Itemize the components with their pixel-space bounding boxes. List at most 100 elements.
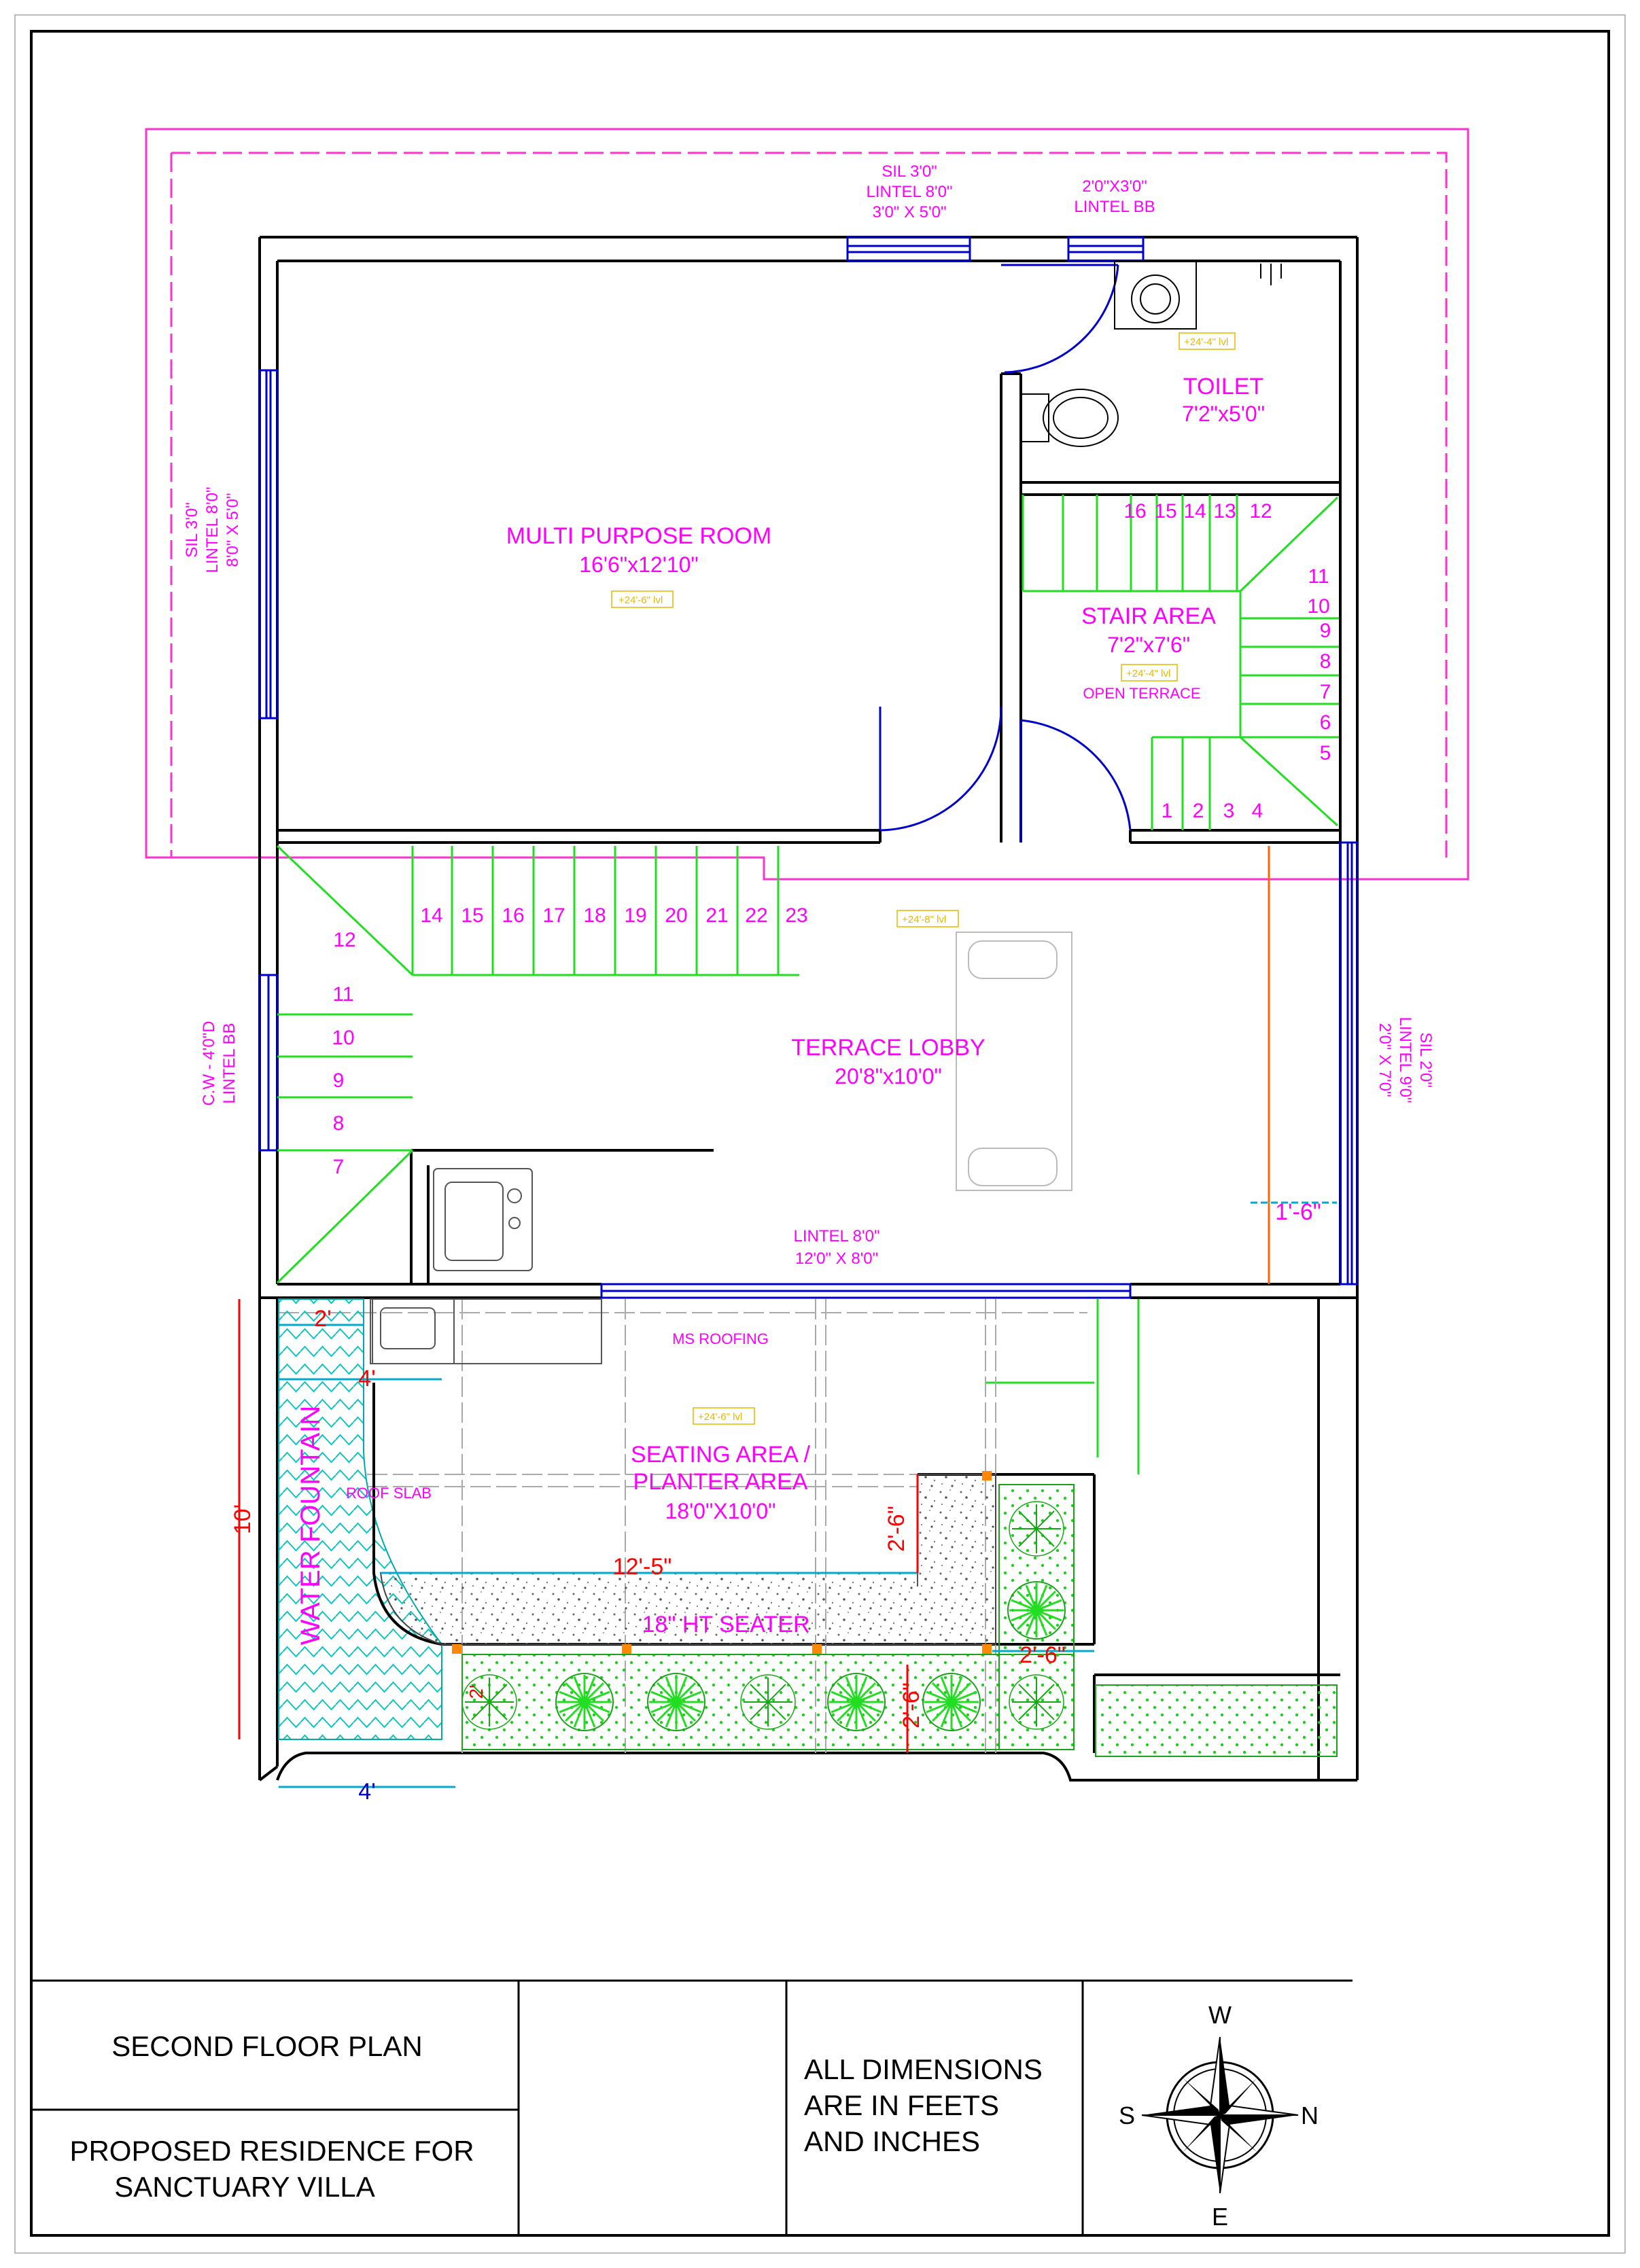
dim-12-5: 12'-5" xyxy=(613,1554,672,1580)
sheet-inner-border xyxy=(30,30,1610,2237)
note-line-3: AND INCHES xyxy=(804,2125,980,2157)
step-number: 20 xyxy=(665,904,687,927)
room-size-seating: 18'0"X10'0" xyxy=(665,1499,775,1523)
compass-rose xyxy=(1141,2036,1299,2194)
dim-2-left: 2' xyxy=(466,1685,487,1699)
room-size-lobby: 20'8"x10'0" xyxy=(835,1064,942,1088)
step-number: 9 xyxy=(1320,620,1331,642)
note-right-window-3: 2'0" X 7'0" xyxy=(1376,1023,1394,1097)
step-number: 8 xyxy=(1320,650,1331,673)
step-number: 5 xyxy=(1320,742,1331,764)
title-block-frame xyxy=(31,1979,1353,2235)
note-line-1: ALL DIMENSIONS xyxy=(804,2053,1043,2085)
step-number: 10 xyxy=(332,1027,354,1049)
note-left-window-1: SIL 3'0" xyxy=(183,502,201,558)
note-left-window-3: 8'0" X 5'0" xyxy=(224,493,242,567)
dim-1-6: 1'-6" xyxy=(1275,1199,1321,1225)
seater-gravel xyxy=(379,1474,996,1645)
step-number: 12 xyxy=(1249,500,1272,522)
level-tag-lobby: +24'-8" lvl xyxy=(902,914,946,925)
step-number: 7 xyxy=(1320,681,1331,703)
room-labels: MULTI PURPOSE ROOM 16'6"x12'10" TOILET 7… xyxy=(296,374,1265,1645)
stair-numbers: 16 15 14 13 12 11 10 9 8 7 6 5 1 2 3 4 1… xyxy=(332,500,1331,1178)
step-number: 7 xyxy=(333,1156,345,1178)
compass-s: S xyxy=(1119,2102,1135,2129)
plot-boundary-inner xyxy=(171,152,1448,857)
level-tag-multipurpose: +24'-6" lvl xyxy=(618,595,663,606)
dim-2-6-vertical: 2'-6" xyxy=(884,1506,909,1552)
note-right-window-1: SIL 2'0" xyxy=(1416,1032,1435,1088)
room-name-seating-1: SEATING AREA / xyxy=(631,1442,810,1468)
water-fountain-label: WATER FOUNTAIN xyxy=(296,1406,326,1646)
sheet-outer-border xyxy=(14,14,1626,2254)
step-number: 15 xyxy=(461,904,483,927)
room-name-stair: STAIR AREA xyxy=(1081,603,1216,629)
note-top-vent-2: LINTEL BB xyxy=(1074,198,1155,216)
step-number: 16 xyxy=(1123,500,1146,522)
column-markers xyxy=(452,1471,992,1654)
step-number: 6 xyxy=(1320,711,1331,734)
seater-label: 18" HT SEATER xyxy=(642,1612,810,1637)
step-number: 8 xyxy=(333,1112,345,1135)
room-size-multipurpose: 16'6"x12'10" xyxy=(579,552,699,577)
dim-4-top: 4' xyxy=(358,1366,375,1392)
step-number: 11 xyxy=(1308,565,1329,588)
step-number: 15 xyxy=(1154,500,1176,522)
lobby-recliner xyxy=(956,932,1072,1191)
step-number: 12 xyxy=(333,929,355,951)
note-left-cw-1: C.W - 4'0"D xyxy=(200,1021,218,1105)
step-number: 19 xyxy=(624,904,646,927)
opening-notes: SIL 3'0" LINTEL 8'0" 3'0" X 5'0" 2'0"X3'… xyxy=(183,162,1435,1268)
step-number: 18 xyxy=(583,904,606,927)
dim-10: 10' xyxy=(230,1504,256,1534)
step-number: 17 xyxy=(542,904,565,927)
step-number: 16 xyxy=(502,904,524,927)
roof-slab-label: ROOF SLAB xyxy=(346,1485,432,1502)
project-line-2: SANCTUARY VILLA xyxy=(114,2171,375,2203)
walls xyxy=(258,236,1359,1782)
step-number: 22 xyxy=(745,904,767,927)
room-size-toilet: 7'2"x5'0" xyxy=(1182,402,1265,426)
step-number: 2 xyxy=(1193,800,1204,822)
ms-roofing-label: MS ROOFING xyxy=(672,1330,769,1347)
note-top-vent-1: 2'0"X3'0" xyxy=(1082,177,1147,196)
note-top-window-1: SIL 3'0" xyxy=(882,162,937,181)
red-dim-lines xyxy=(238,1299,1094,1788)
note-left-cw-2: LINTEL BB xyxy=(220,1023,239,1103)
note-bottom-opening-2: 12'0" X 8'0" xyxy=(795,1250,878,1268)
step-number: 14 xyxy=(420,904,442,927)
dim-2-6-planter: 2'-6" xyxy=(898,1682,924,1729)
room-name-toilet: TOILET xyxy=(1183,374,1263,400)
project-line-1: PROPOSED RESIDENCE FOR xyxy=(69,2135,474,2167)
upper-stair-treads xyxy=(1022,495,1339,830)
step-number: 21 xyxy=(705,904,728,927)
dim-4-bottom: 4' xyxy=(358,1779,375,1805)
step-number: 10 xyxy=(1307,595,1329,618)
step-number: 4 xyxy=(1252,800,1263,822)
note-bottom-opening-1: LINTEL 8'0" xyxy=(794,1227,880,1245)
note-right-window-2: LINTEL 9'0" xyxy=(1396,1017,1414,1103)
level-tag-stair: +24'-4" lvl xyxy=(1126,668,1170,679)
step-number: 11 xyxy=(332,983,353,1006)
room-sub-stair: OPEN TERRACE xyxy=(1083,685,1200,702)
compass-labels: W E S N xyxy=(1119,2001,1319,2231)
dim-2-6-right: 2'-6" xyxy=(1019,1642,1066,1668)
room-name-multipurpose: MULTI PURPOSE ROOM xyxy=(506,523,771,549)
compass-e: E xyxy=(1212,2203,1228,2231)
note-left-window-2: LINTEL 8'0" xyxy=(203,487,222,573)
drawing-title: SECOND FLOOR PLAN xyxy=(111,2030,422,2062)
title-block-text: SECOND FLOOR PLAN PROPOSED RESIDENCE FOR… xyxy=(69,2030,1042,2203)
step-number: 14 xyxy=(1183,500,1206,522)
dimension-labels: 1'-6" 2' 4' 12'-5" 2'-6" 4' 10' 2'-6" 2'… xyxy=(230,1199,1321,1805)
room-name-lobby: TERRACE LOBBY xyxy=(791,1035,985,1061)
room-name-seating-2: PLANTER AREA xyxy=(633,1469,808,1495)
lower-stair-treads xyxy=(276,845,1140,1474)
compass-n: N xyxy=(1301,2102,1319,2129)
level-tag-toilet: +24'-4" lvl xyxy=(1184,336,1228,348)
room-size-stair: 7'2"x7'6" xyxy=(1107,633,1190,657)
note-top-window-2: LINTEL 8'0" xyxy=(867,183,953,201)
compass-w: W xyxy=(1208,2001,1232,2029)
windows xyxy=(258,236,1359,1299)
note-top-window-3: 3'0" X 5'0" xyxy=(873,203,947,222)
